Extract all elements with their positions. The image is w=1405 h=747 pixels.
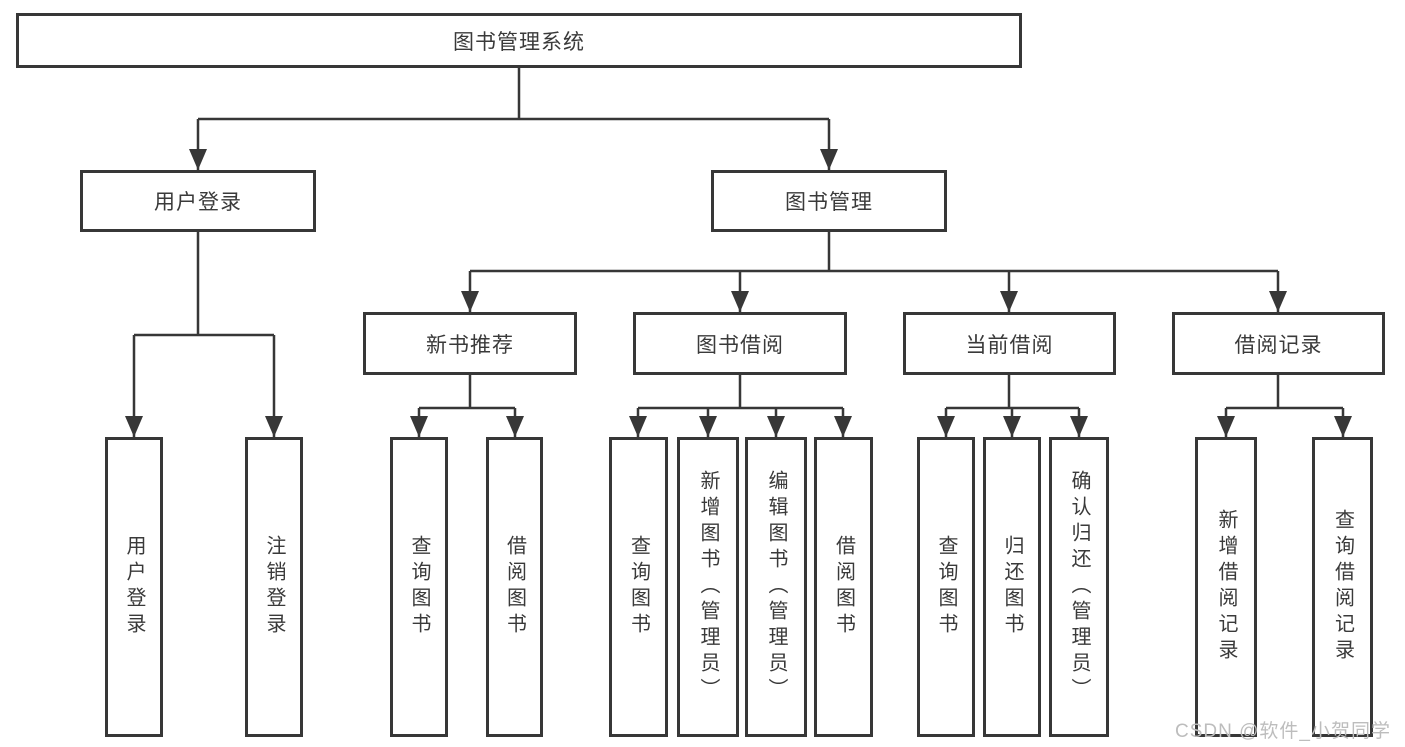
leaf-bb-borrow-books-label: 借阅图书: [832, 535, 855, 639]
leaf-cb-return-books-label: 归还图书: [1001, 535, 1023, 639]
csdn-watermark: CSDN @软件_小贺同学: [1175, 721, 1391, 742]
leaf-logout-label: 注销登录: [263, 535, 285, 639]
node-new-book-recommendation: 新书推荐: [363, 312, 577, 375]
leaf-br-query-borrow-record: 查询借阅记录: [1312, 437, 1373, 737]
leaf-cb-query-books-label: 查询图书: [935, 535, 957, 639]
leaf-bb-add-book-admin: 新增图书（管理员）: [677, 437, 739, 737]
leaf-user-login: 用户登录: [105, 437, 163, 737]
leaf-logout: 注销登录: [245, 437, 303, 737]
leaf-cb-query-books: 查询图书: [917, 437, 975, 737]
leaf-cb-return-books: 归还图书: [983, 437, 1041, 737]
leaf-nbr-query-books: 查询图书: [390, 437, 448, 737]
leaf-nbr-query-books-label: 查询图书: [408, 535, 430, 639]
leaf-bb-query-books-label: 查询图书: [627, 535, 650, 639]
leaf-bb-edit-book-admin-label: 编辑图书（管理员）: [765, 470, 787, 704]
leaf-nbr-borrow-books-label: 借阅图书: [503, 535, 526, 639]
leaf-bb-query-books: 查询图书: [609, 437, 668, 737]
leaf-bb-edit-book-admin: 编辑图书（管理员）: [745, 437, 807, 737]
node-book-borrowing: 图书借阅: [633, 312, 847, 375]
leaf-bb-borrow-books: 借阅图书: [814, 437, 873, 737]
leaf-bb-add-book-admin-label: 新增图书（管理员）: [697, 470, 719, 704]
leaf-nbr-borrow-books: 借阅图书: [486, 437, 543, 737]
leaf-user-login-label: 用户登录: [123, 535, 145, 639]
node-borrowing-records: 借阅记录: [1172, 312, 1385, 375]
leaf-br-query-borrow-record-label: 查询借阅记录: [1331, 509, 1354, 665]
node-current-borrowing: 当前借阅: [903, 312, 1116, 375]
leaf-cb-confirm-return-admin: 确认归还（管理员）: [1049, 437, 1109, 737]
node-user-login: 用户登录: [80, 170, 316, 232]
node-book-management: 图书管理: [711, 170, 947, 232]
leaf-br-add-borrow-record-label: 新增借阅记录: [1215, 509, 1237, 665]
leaf-br-add-borrow-record: 新增借阅记录: [1195, 437, 1257, 737]
node-library-management-system: 图书管理系统: [16, 13, 1022, 68]
leaf-cb-confirm-return-admin-label: 确认归还（管理员）: [1068, 470, 1090, 704]
